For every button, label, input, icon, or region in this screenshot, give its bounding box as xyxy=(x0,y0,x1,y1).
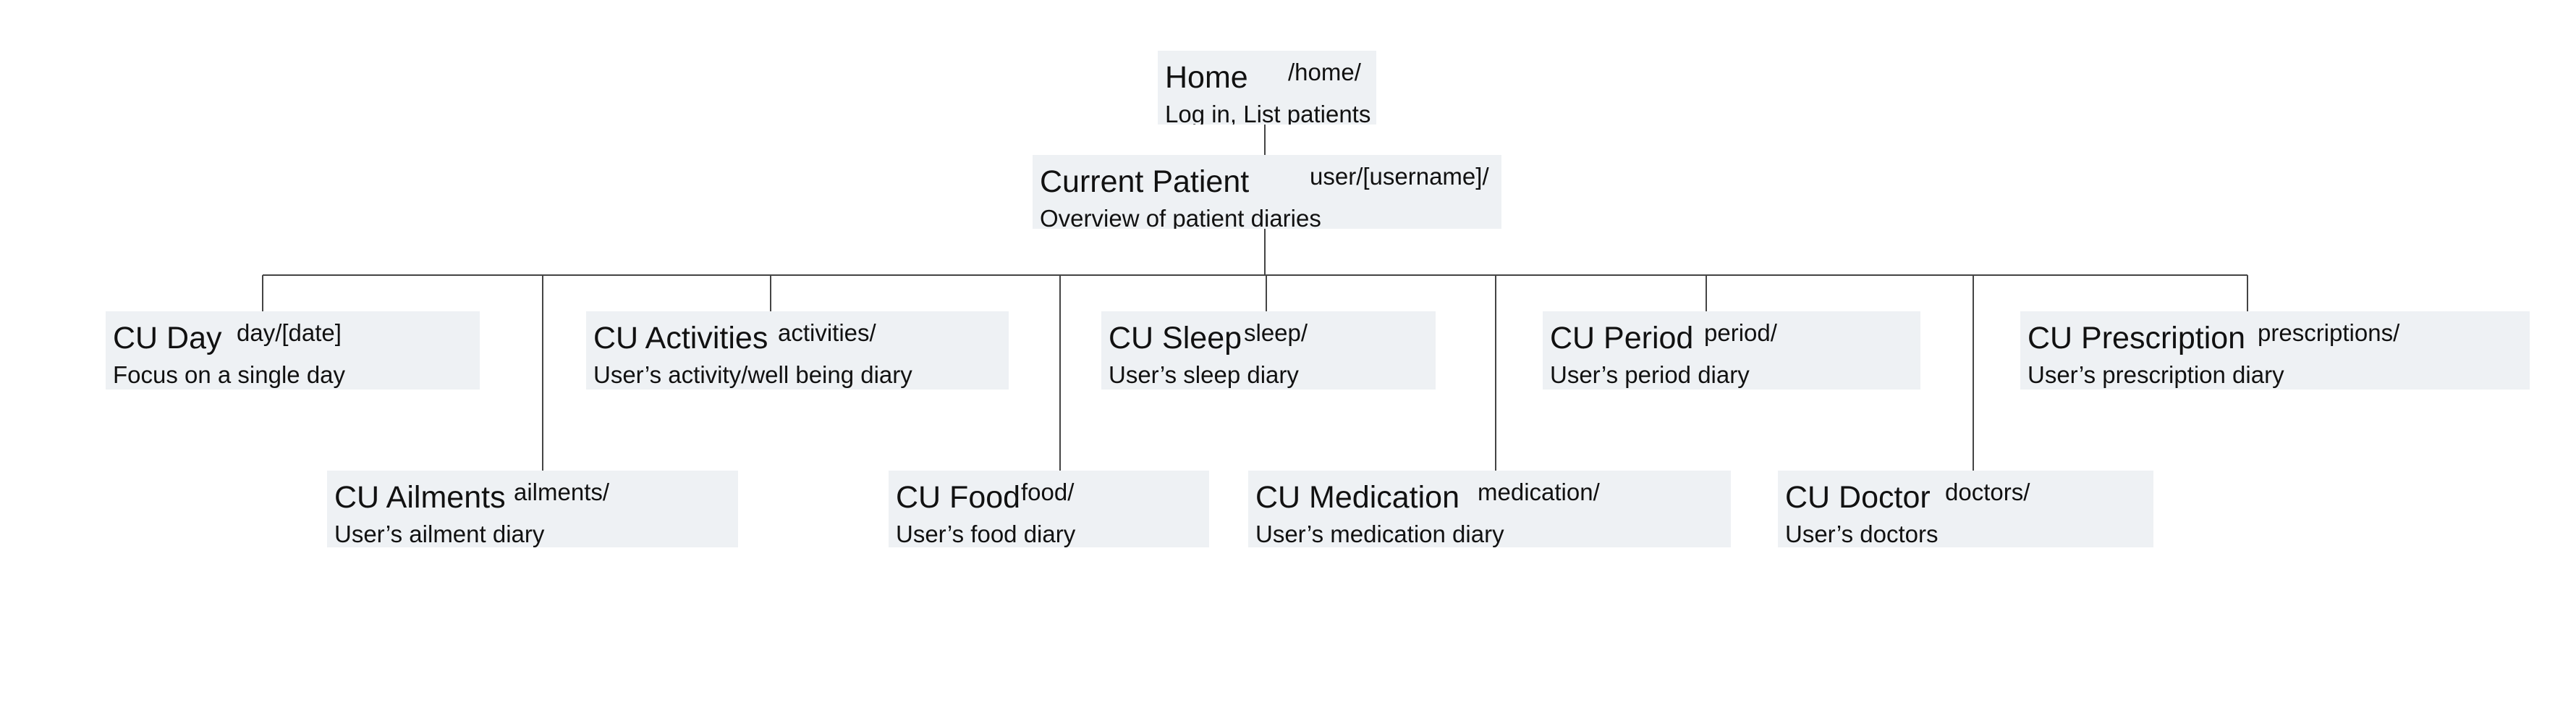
node-path: day/[date] xyxy=(237,319,342,346)
node-path: food/ xyxy=(1021,479,1075,505)
node-cu-food: CU Food food/ User’s food diary xyxy=(889,471,1209,547)
node-home: Home /home/ Log in, List patients xyxy=(1158,51,1376,125)
node-path: /home/ xyxy=(1288,59,1361,85)
node-cu-medication: CU Medication medication/ User’s medicat… xyxy=(1248,471,1731,547)
node-description: User’s ailment diary xyxy=(334,521,545,547)
node-title: CU Sleep xyxy=(1109,321,1242,355)
node-description: User’s doctors xyxy=(1785,521,1939,547)
node-cu-day: CU Day day/[date] Focus on a single day xyxy=(106,311,480,390)
node-description: User’s prescription diary xyxy=(2028,361,2284,388)
node-cu-sleep: CU Sleep sleep/ User’s sleep diary xyxy=(1101,311,1436,390)
node-title: Current Patient xyxy=(1040,164,1250,199)
node-path: medication/ xyxy=(1478,479,1600,505)
node-title: CU Medication xyxy=(1255,480,1459,515)
node-path: ailments/ xyxy=(514,479,610,505)
node-path: user/[username]/ xyxy=(1310,163,1489,190)
node-title: CU Period xyxy=(1550,321,1694,355)
node-title: CU Food xyxy=(896,480,1021,515)
node-cu-activities: CU Activities activities/ User’s activit… xyxy=(586,311,1009,390)
node-path: period/ xyxy=(1704,319,1777,346)
node-cu-prescription: CU Prescription prescriptions/ User’s pr… xyxy=(2020,311,2530,390)
node-description: Overview of patient diaries xyxy=(1040,205,1321,229)
node-title: Home xyxy=(1165,60,1248,95)
node-description: User’s food diary xyxy=(896,521,1076,547)
node-description: User’s sleep diary xyxy=(1109,361,1299,388)
node-title: CU Doctor xyxy=(1785,480,1931,515)
node-description: Log in, List patients xyxy=(1165,101,1371,125)
node-title: CU Prescription xyxy=(2028,321,2246,355)
node-cu-doctor: CU Doctor doctors/ User’s doctors xyxy=(1778,471,2153,547)
node-cu-ailments: CU Ailments ailments/ User’s ailment dia… xyxy=(327,471,738,547)
node-description: User’s period diary xyxy=(1550,361,1750,388)
node-path: sleep/ xyxy=(1244,319,1308,346)
node-description: Focus on a single day xyxy=(113,361,346,388)
node-path: doctors/ xyxy=(1945,479,2030,505)
node-current-patient: Current Patient user/[username]/ Overvie… xyxy=(1033,155,1501,229)
node-path: activities/ xyxy=(778,319,876,346)
node-title: CU Ailments xyxy=(334,480,506,515)
node-cu-period: CU Period period/ User’s period diary xyxy=(1543,311,1920,390)
node-description: User’s activity/well being diary xyxy=(593,361,912,388)
node-description: User’s medication diary xyxy=(1255,521,1504,547)
node-title: CU Activities xyxy=(593,321,768,355)
node-title: CU Day xyxy=(113,321,222,355)
node-path: prescriptions/ xyxy=(2258,319,2400,346)
